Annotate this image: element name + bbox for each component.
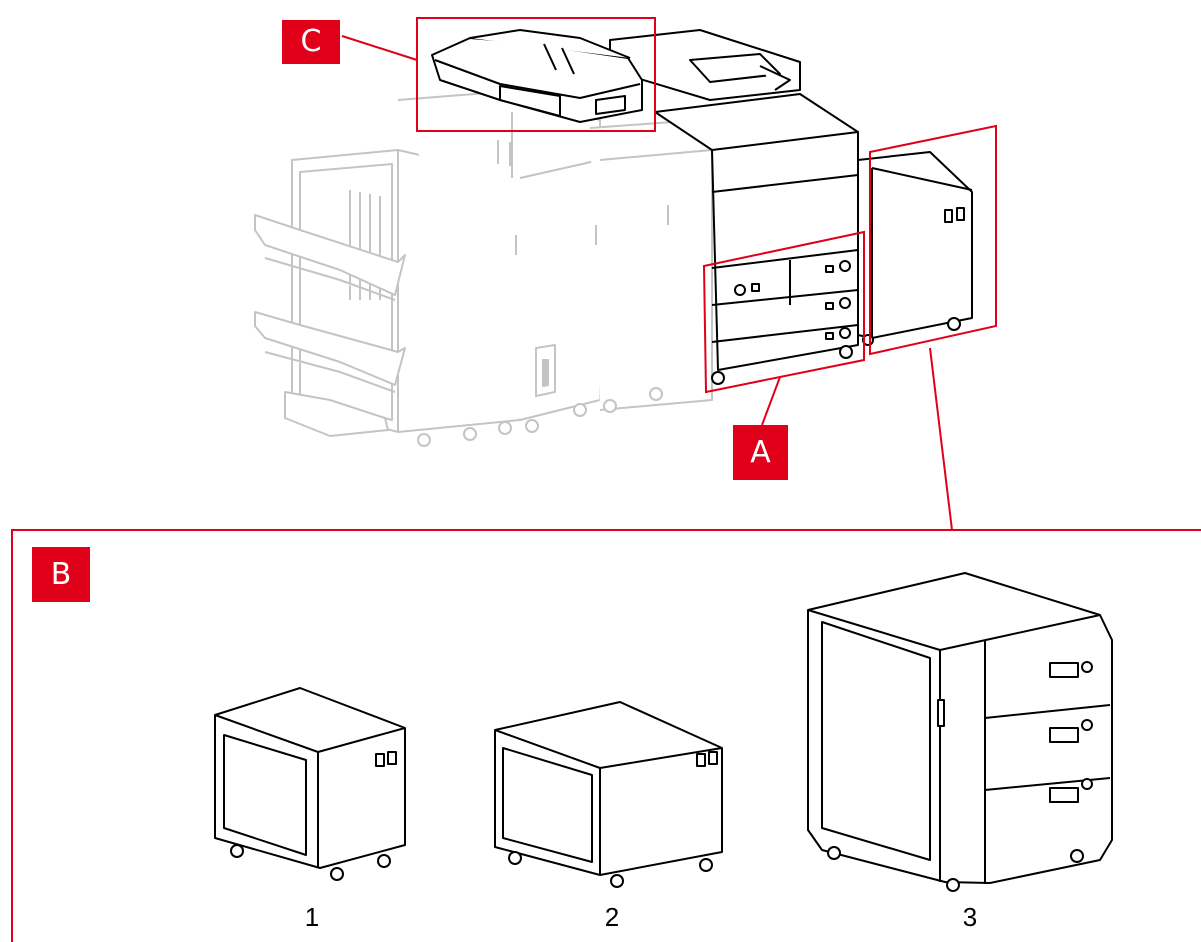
leader-line-a <box>762 377 780 425</box>
option-number-3: 3 <box>950 902 990 933</box>
leader-line-c <box>342 36 417 60</box>
side-paper-deck <box>858 152 972 345</box>
finisher-unit <box>255 92 712 446</box>
label-a: A <box>733 425 788 480</box>
label-b: B <box>32 547 90 602</box>
paper-deck-option-3 <box>808 573 1112 891</box>
paper-deck-option-2 <box>495 702 722 887</box>
label-c: C <box>282 20 340 64</box>
paper-deck-option-1 <box>215 688 405 880</box>
leader-line-b <box>930 348 952 530</box>
option-number-1: 1 <box>292 902 332 933</box>
option-number-2: 2 <box>592 902 632 933</box>
